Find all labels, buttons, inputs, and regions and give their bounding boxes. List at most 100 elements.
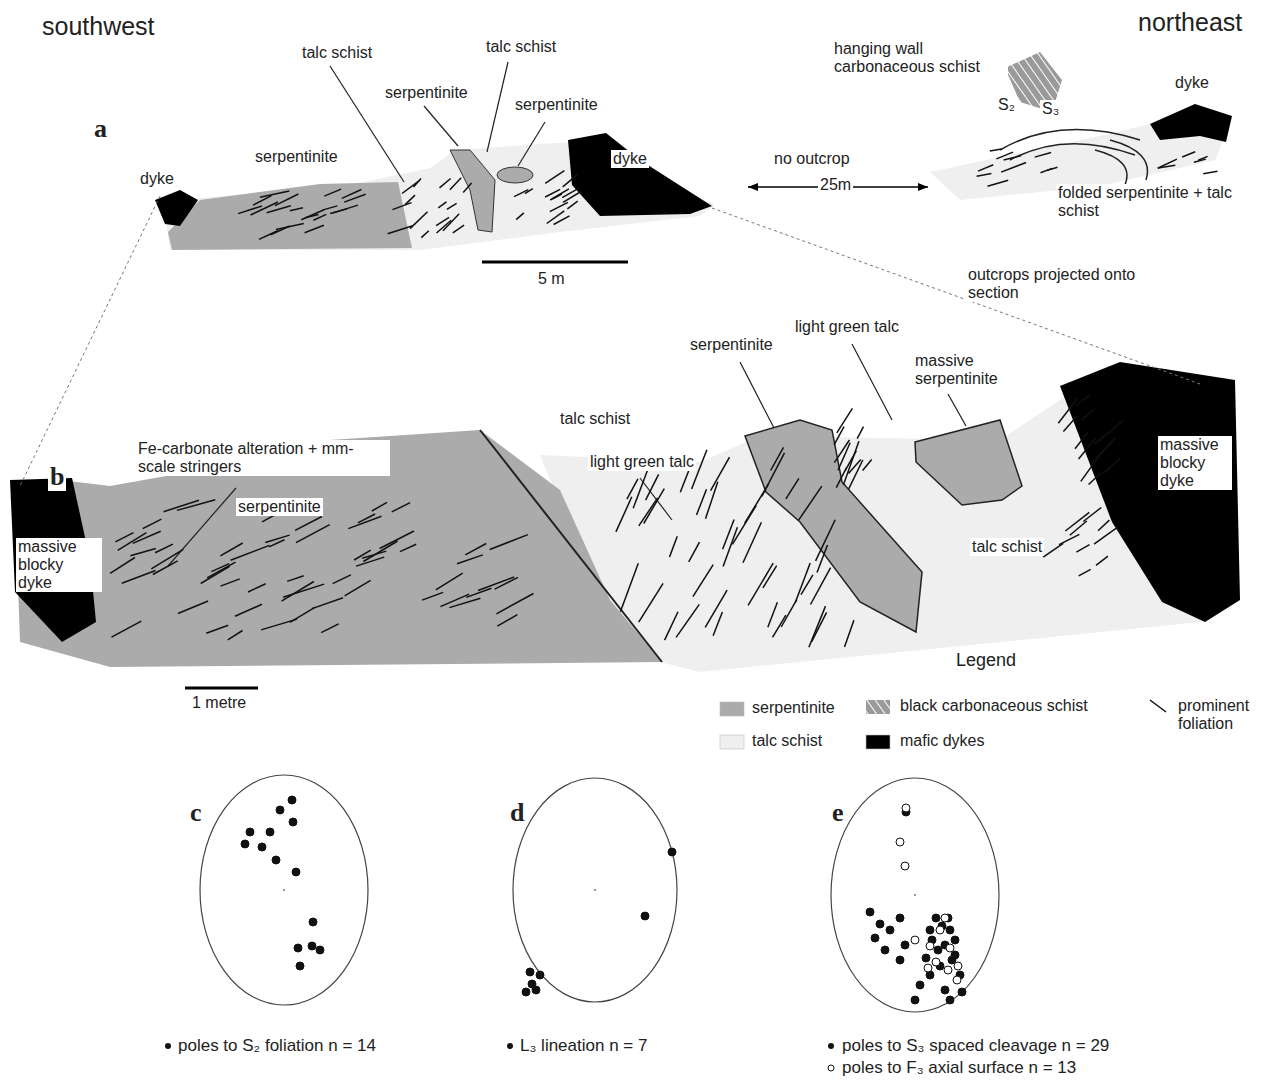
foliation-stroke <box>1001 163 1026 173</box>
foliation-stroke <box>260 191 289 197</box>
foliation-stroke <box>457 555 483 564</box>
legend-swatch <box>720 702 744 716</box>
foliation-stroke <box>333 205 358 213</box>
stereonet-point <box>532 986 540 994</box>
stereonet-point <box>896 914 904 922</box>
foliation-stroke <box>1091 437 1116 465</box>
foliation-stroke <box>466 588 491 597</box>
stereonet-point <box>941 914 949 922</box>
foliation-stroke <box>836 468 846 488</box>
foliation-stroke <box>676 604 699 637</box>
foliation-stroke <box>265 535 289 542</box>
stereonet-point <box>536 971 544 979</box>
annotation: massive blocky dyke <box>16 538 102 592</box>
foliation-stroke <box>978 165 993 171</box>
foliation-stroke <box>781 600 797 627</box>
foliation-stroke <box>253 196 271 205</box>
foliation-stroke <box>1079 569 1091 576</box>
foliation-stroke <box>1079 438 1096 459</box>
foliation-stroke <box>665 612 678 640</box>
foliation-stroke <box>1058 398 1077 423</box>
stereonet-point <box>881 946 889 954</box>
stereonet-point <box>246 828 254 836</box>
foliation-stroke <box>296 525 330 543</box>
foliation-stroke <box>563 175 577 187</box>
foliation-stroke <box>211 564 229 572</box>
hatch-sample <box>866 700 890 714</box>
foliation-stroke <box>1076 545 1089 553</box>
stereonet-point <box>951 936 959 944</box>
annotation: L₃ lineation n = 7 <box>518 1036 649 1055</box>
legend-swatch <box>720 735 744 749</box>
foliation-stroke <box>130 549 155 556</box>
foliation-stroke <box>711 457 730 491</box>
foliation-stroke <box>1063 417 1076 432</box>
foliation-stroke <box>453 225 464 233</box>
foliation-stroke <box>857 427 863 439</box>
foliation-stroke <box>514 190 528 197</box>
foliation-stroke <box>422 592 443 600</box>
foliation-stroke <box>697 489 707 515</box>
panel-letter: a <box>92 114 109 143</box>
stereonet-point <box>296 962 304 970</box>
foliation-stroke <box>554 216 570 225</box>
foliation-stroke <box>1182 152 1195 157</box>
annotation: serpentinite <box>253 148 340 166</box>
stereonet-point <box>926 926 934 934</box>
annotation: dyke <box>138 170 176 188</box>
annotation: talc schist <box>970 538 1044 556</box>
legend-text: mafic dykes <box>898 732 986 750</box>
annotation: 1 metre <box>190 694 248 712</box>
foliation-stroke <box>834 440 849 463</box>
foliation-stroke <box>620 563 638 612</box>
foliation-stroke <box>996 152 1013 159</box>
stereonet-point <box>896 956 904 964</box>
foliation-stroke <box>118 533 147 551</box>
annotation: dyke <box>1173 74 1211 92</box>
annotation: serpentinite <box>688 336 775 354</box>
stereonet-point <box>258 843 266 851</box>
annotation: outcrops projected onto section <box>966 266 1146 302</box>
foliation-stroke <box>563 191 582 202</box>
foliation-stroke <box>248 584 266 592</box>
foliation-stroke <box>845 620 854 647</box>
stereonet-point <box>934 946 942 954</box>
stereonet-point <box>522 988 530 996</box>
foliation-stroke <box>356 557 384 566</box>
foliation-stroke <box>713 612 722 636</box>
foliation-stroke <box>545 171 564 184</box>
annotation: poles to F₃ axial surface n = 13 <box>840 1058 1078 1077</box>
foliation-stroke <box>639 498 658 526</box>
foliation-stroke <box>816 520 836 561</box>
foliation-stroke <box>324 189 341 196</box>
foliation-stroke <box>490 535 528 550</box>
foliation-stroke <box>421 231 429 238</box>
annotation: serpentinite <box>383 84 470 102</box>
stereonet-point <box>668 848 676 856</box>
foliation-stroke <box>768 602 778 627</box>
foliation-stroke <box>438 202 446 208</box>
foliation-stroke <box>283 584 324 597</box>
foliation-stroke <box>786 478 799 499</box>
stereonet-point <box>272 856 280 864</box>
annotation: folded serpentinite + talc schist <box>1056 184 1236 220</box>
foliation-stroke <box>639 583 663 622</box>
foliation-stroke <box>437 220 452 233</box>
foliation-stroke <box>771 447 784 470</box>
foliation-stroke <box>988 180 1009 186</box>
stereonet-point <box>266 828 274 836</box>
annotation: massive serpentinite <box>913 352 1029 388</box>
foliation-stroke <box>1081 450 1103 481</box>
stereonet-point <box>946 926 954 934</box>
foliation-stroke <box>1094 527 1118 545</box>
foliation-stroke <box>405 195 415 205</box>
foliation-stroke <box>834 427 844 445</box>
stereonet-point <box>241 840 249 848</box>
stereonet-point <box>641 912 649 920</box>
foliation-stroke <box>115 533 133 542</box>
foliation-stroke <box>812 612 827 641</box>
foliation-stroke <box>1075 432 1088 449</box>
foliation-stroke <box>799 486 822 520</box>
panel-letter: d <box>508 798 526 827</box>
stereonet-point <box>901 941 909 949</box>
